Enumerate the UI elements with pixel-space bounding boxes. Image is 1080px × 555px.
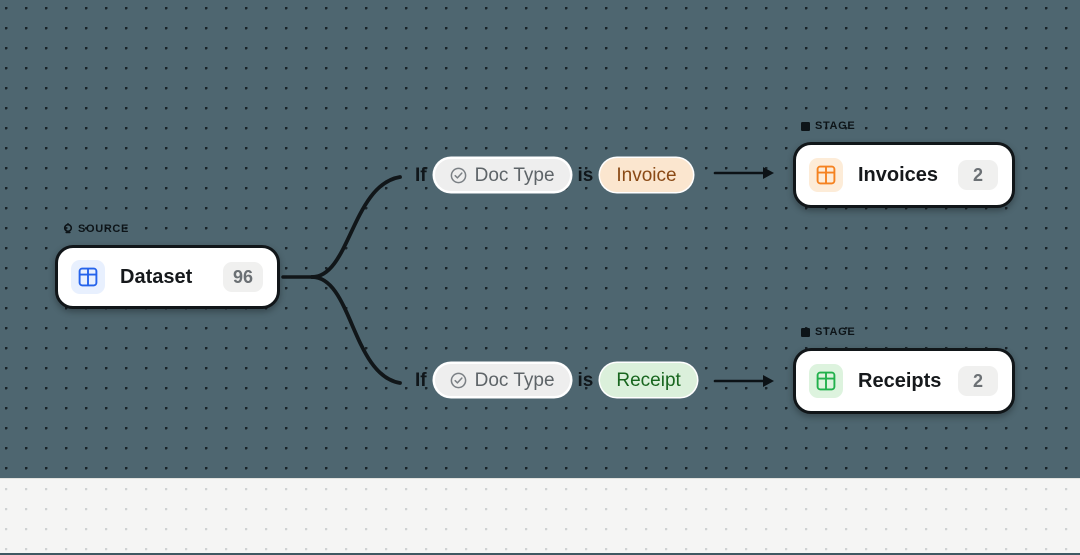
dataset-icon-wrapper: [71, 260, 105, 294]
condition-value-label-invoice: Invoice: [616, 164, 677, 186]
stage-group-label-receipts: STAGE: [800, 327, 855, 338]
operator-label-receipt: is: [577, 369, 594, 391]
condition-field-label-invoice: Doc Type: [474, 164, 555, 186]
dataset-title: Dataset: [120, 265, 193, 288]
condition-row-receipt[interactable]: If Doc Type is Receipt: [415, 363, 697, 397]
node-invoices[interactable]: Invoices 2: [793, 142, 1015, 208]
stage-group-label-invoices: STAGE: [800, 121, 855, 132]
stage-label-text-receipts: STAGE: [815, 326, 856, 338]
table-icon: [816, 371, 836, 391]
invoices-title: Invoices: [858, 163, 939, 186]
receipts-count-badge: 2: [958, 366, 998, 396]
lightbulb-icon: [63, 223, 73, 234]
canvas-dot-grid[interactable]: [0, 0, 1080, 478]
receipts-title: Receipts: [858, 369, 942, 392]
bottom-divider: [0, 553, 1080, 555]
node-receipts[interactable]: Receipts 2: [793, 348, 1015, 414]
receipts-icon-wrapper: [809, 364, 843, 398]
bottom-panel: [0, 478, 1080, 553]
source-label-text: SOURCE: [78, 222, 130, 235]
condition-value-pill-invoice[interactable]: Invoice: [600, 158, 693, 192]
condition-value-label-receipt: Receipt: [616, 369, 681, 391]
square-icon: [801, 122, 810, 131]
operator-label-invoice: is: [577, 164, 594, 186]
square-icon: [801, 328, 810, 337]
if-label-receipt: If: [415, 369, 427, 391]
dataset-count-badge: 96: [223, 262, 263, 292]
condition-field-pill-receipt[interactable]: Doc Type: [433, 363, 571, 397]
check-circle-icon: [450, 167, 466, 183]
table-icon: [816, 165, 836, 185]
condition-field-label-receipt: Doc Type: [474, 369, 555, 391]
condition-row-invoice[interactable]: If Doc Type is Invoice: [415, 158, 693, 192]
condition-value-pill-receipt[interactable]: Receipt: [600, 363, 697, 397]
invoices-count-badge: 2: [958, 160, 998, 190]
table-icon: [78, 267, 98, 287]
if-label-invoice: If: [415, 164, 427, 186]
invoices-icon-wrapper: [809, 158, 843, 192]
stage-label-text-invoices: STAGE: [815, 120, 856, 132]
condition-field-pill-invoice[interactable]: Doc Type: [433, 158, 571, 192]
node-dataset[interactable]: Dataset 96: [55, 245, 280, 309]
source-group-label: SOURCE: [62, 223, 129, 235]
check-circle-icon: [450, 372, 466, 388]
